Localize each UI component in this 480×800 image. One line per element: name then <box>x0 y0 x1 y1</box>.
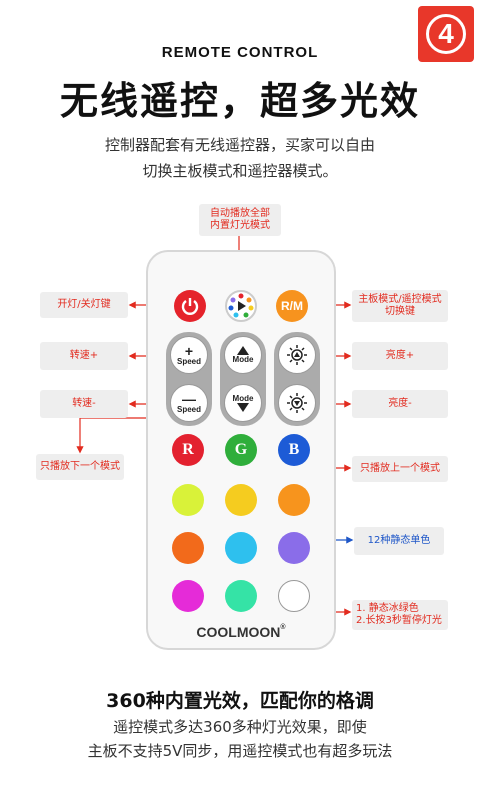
brightness-up-button[interactable] <box>278 336 316 374</box>
footer-title: 360种内置光效，匹配你的格调 <box>106 690 374 712</box>
color-button-white[interactable] <box>278 580 310 612</box>
brightness-up-icon <box>287 345 307 365</box>
mode-up-label: Mode <box>232 355 254 364</box>
brand-logo: COOLMOON® <box>196 624 286 640</box>
blue-button[interactable]: B <box>278 434 310 466</box>
speed-pill: + Speed — Speed <box>166 332 212 426</box>
color-button-dark-orange[interactable] <box>172 532 204 564</box>
callout-ice-green: 1. 静态冰绿色 2.长按3秒暂停灯光 <box>352 600 448 630</box>
plus-icon: + <box>184 342 194 359</box>
power-button[interactable] <box>174 290 206 322</box>
description-line-2: 切换主板模式和遥控器模式。 <box>142 162 338 180</box>
color-button-cyan[interactable] <box>225 532 257 564</box>
subtitle-en: REMOTE CONTROL <box>161 44 319 61</box>
callout-brightness-up: 亮度+ <box>352 342 448 370</box>
power-icon <box>181 298 199 315</box>
speed-up-button[interactable]: + Speed <box>170 336 208 374</box>
red-button[interactable]: R <box>172 434 204 466</box>
step-number: 4 <box>426 14 466 54</box>
callout-power: 开灯/关灯键 <box>40 292 128 318</box>
play-icon <box>228 293 254 318</box>
callout-prev-mode: 只播放上一个模式 <box>352 456 448 482</box>
color-button-purple[interactable] <box>278 532 310 564</box>
auto-play-button[interactable] <box>225 290 257 322</box>
mode-next-button[interactable]: Mode <box>224 384 262 422</box>
color-button-ice-green[interactable] <box>225 580 257 612</box>
mode-down-label: Mode <box>232 394 254 403</box>
mode-prev-button[interactable]: Mode <box>224 336 262 374</box>
brightness-down-icon <box>287 393 307 413</box>
rm-switch-button[interactable]: R/M <box>276 290 308 322</box>
triangle-down-icon <box>237 403 249 412</box>
callout-next-mode: 只播放下一个模式 <box>36 454 124 480</box>
speed-up-label: Speed <box>176 356 201 366</box>
callout-mode-switch: 主板模式/遥控模式 切换键 <box>352 290 448 322</box>
callout-speed-down: 转速- <box>40 390 128 418</box>
color-button-lime[interactable] <box>172 484 204 516</box>
footer-line-1: 遥控模式多达360多种灯光效果，即使 <box>113 718 367 736</box>
color-button-magenta[interactable] <box>172 580 204 612</box>
triangle-up-icon <box>237 346 249 355</box>
brightness-pill <box>274 332 320 426</box>
brand-text: COOLMOON <box>196 624 281 640</box>
brightness-down-button[interactable] <box>278 384 316 422</box>
green-button[interactable]: G <box>225 434 257 466</box>
page-title: 无线遥控，超多光效 <box>59 79 420 123</box>
color-button-yellow[interactable] <box>225 484 257 516</box>
speed-down-button[interactable]: — Speed <box>170 384 208 422</box>
callout-brightness-down: 亮度- <box>352 390 448 418</box>
color-button-orange[interactable] <box>278 484 310 516</box>
footer-line-2: 主板不支持5V同步，用遥控模式也有超多玩法 <box>87 742 393 760</box>
callout-auto-play: 自动播放全部 内置灯光模式 <box>199 204 281 236</box>
minus-icon: — <box>182 390 196 407</box>
speed-down-label: Speed <box>176 404 201 414</box>
description-line-1: 控制器配套有无线遥控器，买家可以自由 <box>104 136 375 154</box>
callout-speed-up: 转速+ <box>40 342 128 370</box>
remote-control: R/M + Speed — Speed Mode Mode <box>146 250 336 650</box>
step-badge: 4 <box>418 6 474 62</box>
callout-static-colors: 12种静态单色 <box>354 527 444 555</box>
mode-pill: Mode Mode <box>220 332 266 426</box>
